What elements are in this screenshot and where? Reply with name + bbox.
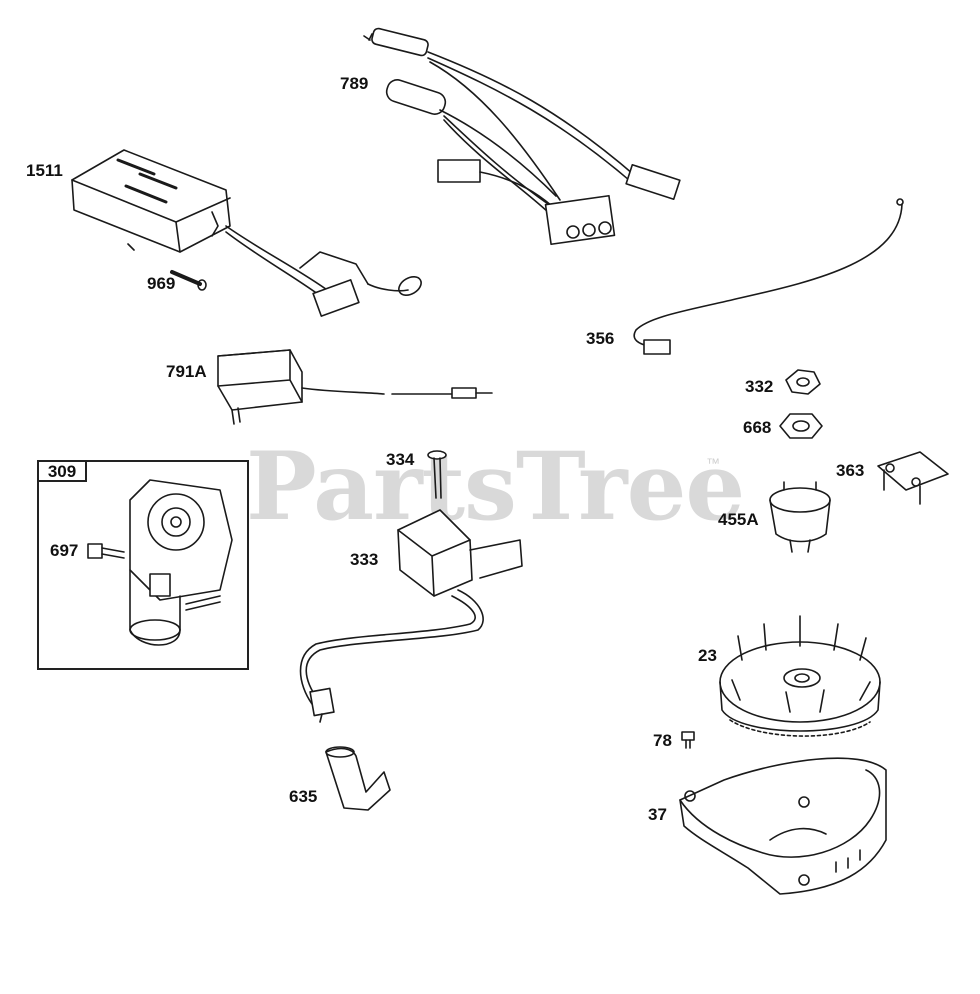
label-332[interactable]: 332	[745, 377, 774, 396]
part-309-alternator[interactable]	[129, 479, 233, 646]
label-309[interactable]: 309	[37, 460, 87, 482]
label-789[interactable]: 789	[340, 74, 369, 93]
part-455A-retainer[interactable]	[769, 481, 831, 553]
watermark-logo: PartsTree	[246, 432, 745, 542]
part-668-washer[interactable]	[779, 413, 823, 439]
label-455A[interactable]: 455A	[718, 510, 759, 529]
part-37-blower-housing[interactable]	[679, 757, 887, 895]
part-697-bolt[interactable]	[87, 543, 125, 559]
label-668[interactable]: 668	[743, 418, 772, 437]
label-23[interactable]: 23	[698, 646, 717, 665]
part-78-screw[interactable]	[681, 731, 695, 749]
label-78[interactable]: 78	[653, 731, 672, 750]
part-363-bracket[interactable]	[877, 451, 949, 505]
label-356[interactable]: 356	[586, 329, 615, 348]
label-363[interactable]: 363	[836, 461, 865, 480]
label-697[interactable]: 697	[50, 541, 79, 560]
part-1511-battery-pack[interactable]	[71, 149, 424, 317]
label-334[interactable]: 334	[386, 450, 415, 469]
label-1511[interactable]: 1511	[26, 161, 63, 180]
label-333[interactable]: 333	[350, 550, 379, 569]
inset-frame-309	[37, 460, 249, 670]
part-635-spark-boot[interactable]	[325, 746, 391, 811]
watermark-trademark: ™	[706, 455, 720, 471]
label-791A[interactable]: 791A	[166, 362, 207, 381]
part-334-bolt[interactable]	[427, 450, 447, 499]
part-791A-charger[interactable]	[217, 349, 493, 425]
part-23-flywheel[interactable]	[719, 615, 881, 737]
part-333-ignition-coil[interactable]	[299, 509, 523, 723]
part-356-sensor-wire[interactable]	[633, 198, 904, 355]
label-969[interactable]: 969	[147, 274, 176, 293]
label-37[interactable]: 37	[648, 805, 667, 824]
part-969-screw[interactable]	[170, 270, 207, 291]
part-332-nut[interactable]	[785, 369, 821, 395]
label-635[interactable]: 635	[289, 787, 318, 806]
part-789-wire-harness[interactable]	[363, 27, 681, 246]
